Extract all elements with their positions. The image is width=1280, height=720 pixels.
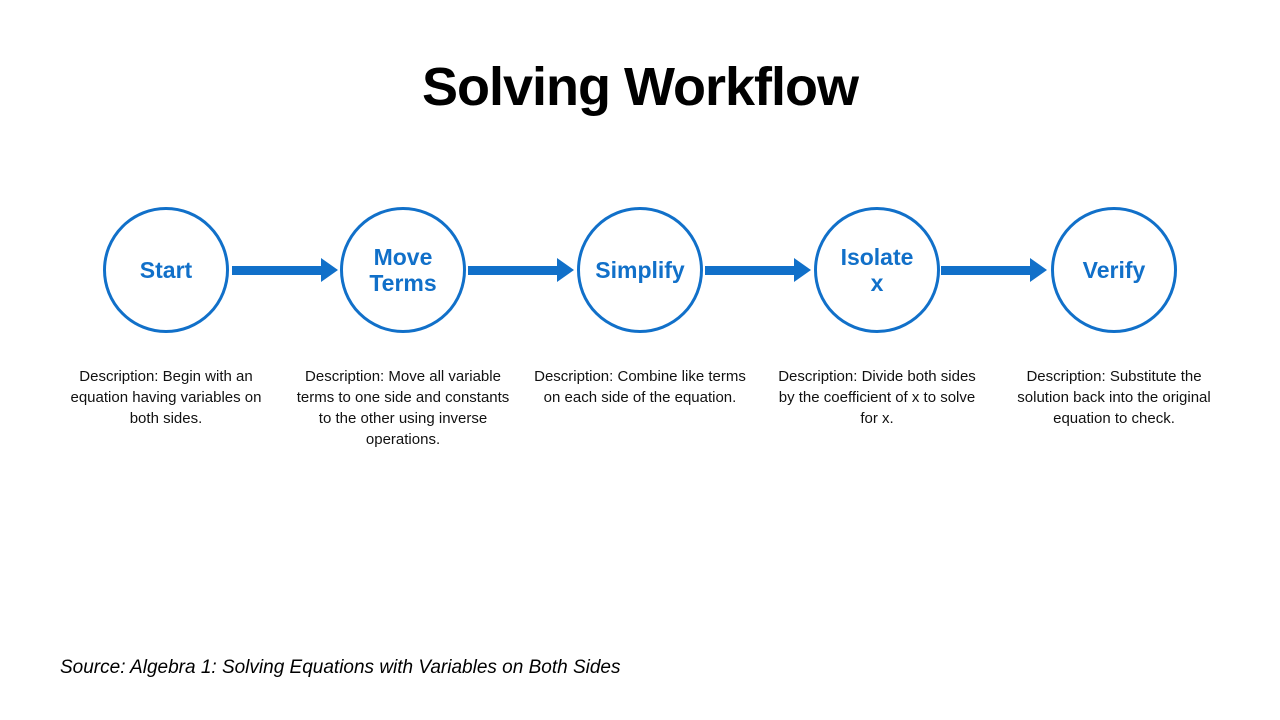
step-label: Simplify	[595, 256, 685, 283]
step-node-move-terms: Move Terms	[340, 207, 466, 333]
step-description: Description: Combine like terms on each …	[534, 368, 746, 406]
step-description: Description: Divide both sides by the co…	[778, 368, 976, 427]
step-node-verify: Verify	[1051, 207, 1177, 333]
workflow-step-move-terms: Move Terms Description: Move all variabl…	[285, 207, 522, 450]
step-node-isolate-x: Isolate x	[814, 207, 940, 333]
workflow-step-simplify: Simplify Description: Combine like terms…	[522, 207, 759, 450]
step-label: Isolate x	[840, 243, 914, 296]
arrow-head	[1030, 258, 1047, 282]
step-node-simplify: Simplify	[577, 207, 703, 333]
arrow-bar	[941, 265, 1030, 275]
page-title: Solving Workflow	[421, 57, 859, 117]
flow-arrow-icon	[941, 258, 1047, 282]
step-label: Start	[139, 256, 193, 283]
step-description: Description: Substitute the solution bac…	[1017, 368, 1211, 427]
flow-arrow-icon	[705, 258, 811, 282]
step-description: Description: Move all variable terms to …	[296, 368, 510, 448]
workflow-steps: Start Description: Begin with an equatio…	[0, 207, 1280, 450]
arrow-bar	[232, 265, 321, 275]
workflow-step-start: Start Description: Begin with an equatio…	[48, 207, 285, 450]
arrow-bar	[705, 265, 794, 275]
workflow-step-verify: Verify Description: Substitute the solut…	[996, 207, 1233, 450]
arrow-bar	[468, 265, 557, 275]
workflow-diagram: Start Description: Begin with an equatio…	[0, 207, 1280, 507]
step-description: Description: Begin with an equation havi…	[70, 368, 262, 427]
source-note: Source: Algebra 1: Solving Equations wit…	[60, 657, 621, 678]
arrow-head	[794, 258, 811, 282]
arrow-head	[557, 258, 574, 282]
step-label: Move Terms	[369, 243, 437, 296]
flow-arrow-icon	[468, 258, 574, 282]
step-node-start: Start	[103, 207, 229, 333]
workflow-step-isolate-x: Isolate x Description: Divide both sides…	[759, 207, 996, 450]
step-label: Verify	[1082, 256, 1146, 283]
arrow-head	[321, 258, 338, 282]
flow-arrow-icon	[232, 258, 338, 282]
